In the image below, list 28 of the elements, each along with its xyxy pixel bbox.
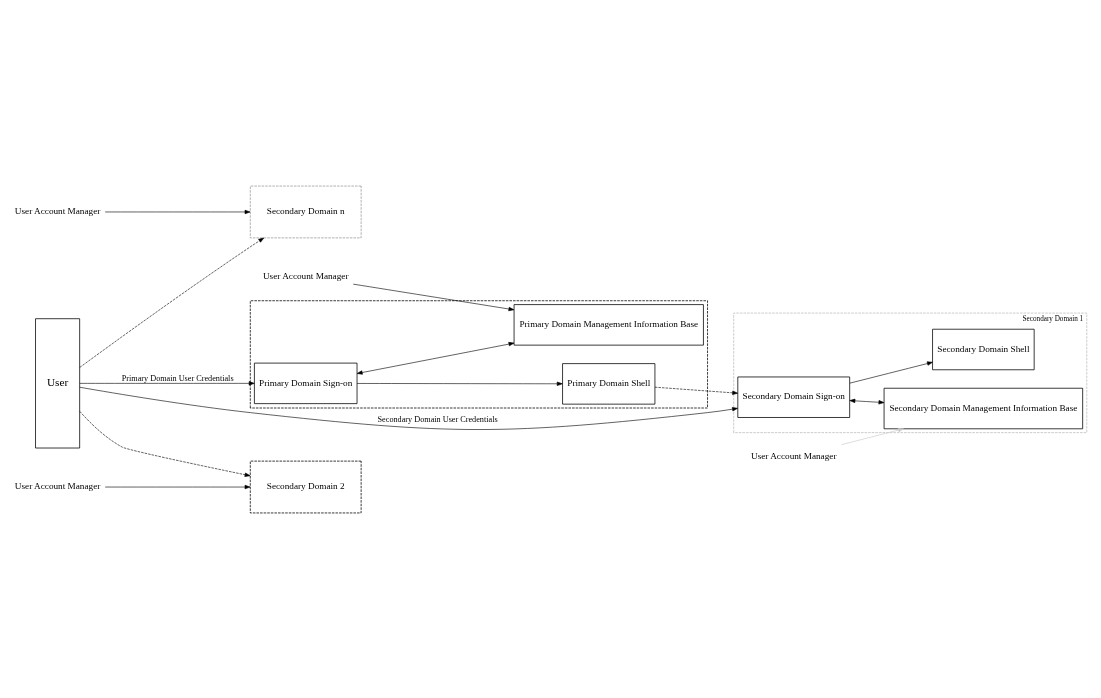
node-box: Secondary Domain Management Information Base: [883, 387, 1084, 429]
node-text: User Account Manager: [751, 450, 837, 461]
arrow: [79, 410, 251, 477]
arrow: [841, 427, 904, 445]
arrow: [352, 283, 515, 311]
arrow: [849, 398, 885, 404]
arrow: [104, 484, 251, 489]
edge-label: Primary Domain User Credentials: [121, 373, 234, 383]
node-box: Secondary Domain n: [249, 185, 362, 238]
node-text: User Account Manager: [14, 205, 101, 216]
arrow: [356, 381, 563, 386]
arrow: [79, 386, 738, 430]
node-text: User Account Manager: [262, 270, 349, 281]
arrow: [79, 380, 255, 385]
node-box: Primary Domain Shell: [562, 362, 656, 405]
edge-label: Secondary Domain User Credentials: [377, 414, 498, 424]
arrow: [849, 360, 933, 383]
node-box: Secondary Domain Sign-on: [737, 376, 851, 418]
arrow: [104, 209, 251, 214]
node-box: Primary Domain Management Information Base: [513, 303, 704, 346]
node-box: User: [35, 317, 81, 448]
node-box: Secondary Domain 2: [249, 460, 362, 513]
node-box: Primary Domain Sign-on: [254, 362, 358, 404]
node-text: User Account Manager: [14, 480, 101, 491]
arrow: [356, 341, 515, 375]
arrow: [79, 237, 265, 368]
arrow: [654, 386, 739, 395]
node-box: Secondary Domain Shell: [932, 328, 1035, 370]
